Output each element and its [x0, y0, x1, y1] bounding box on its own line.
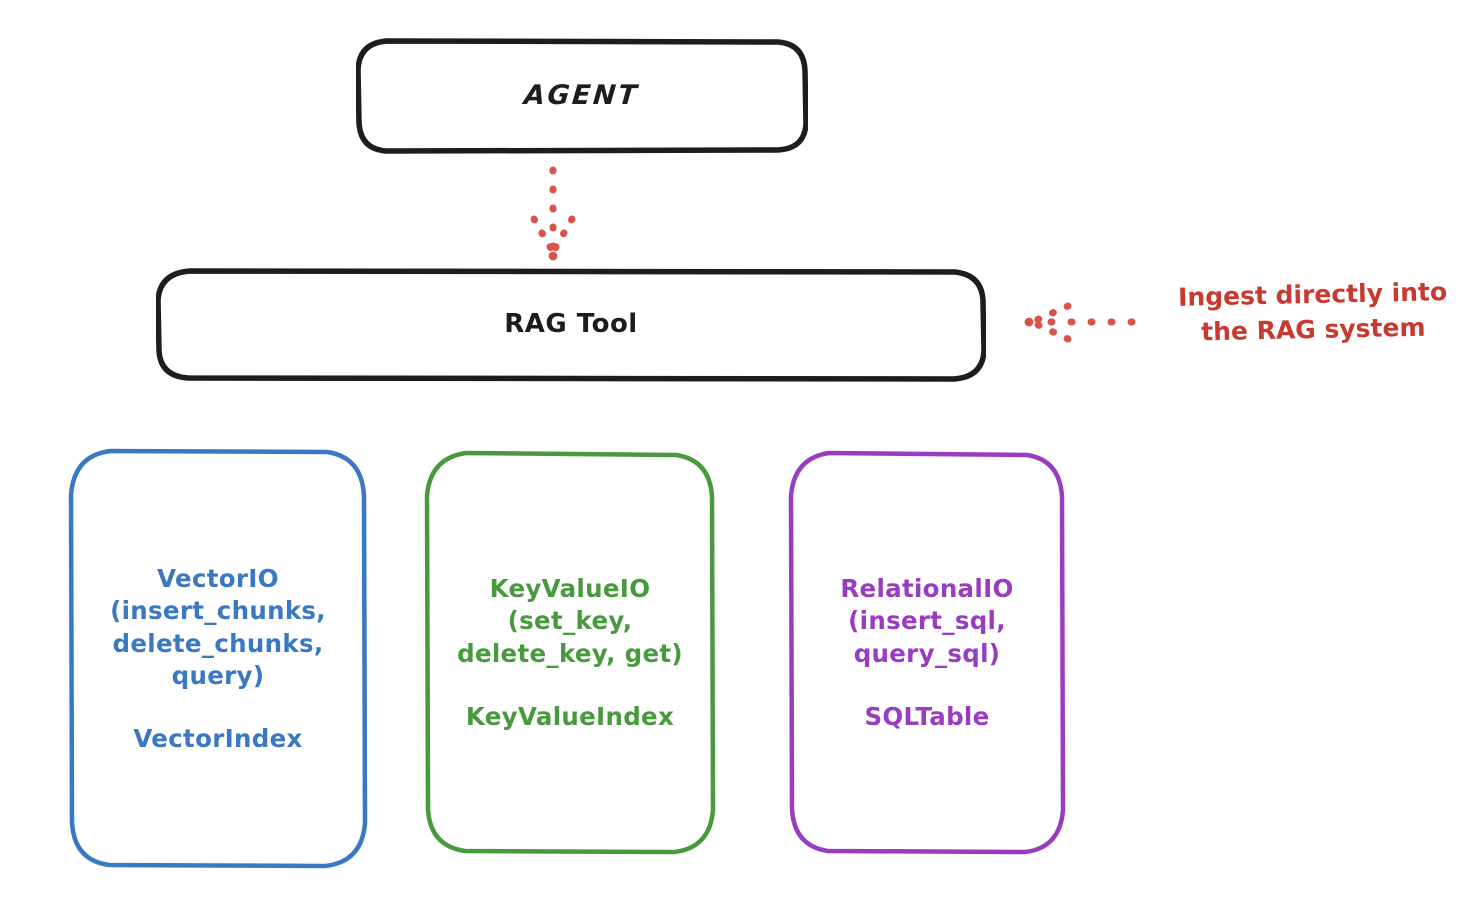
node-key-value-io-methods: KeyValueIO (set_key, delete_key, get) [457, 573, 683, 668]
node-relational-io[interactable]: RelationalIO (insert_sql, query_sql) SQLT… [788, 450, 1066, 856]
node-agent[interactable]: AGENT [356, 38, 808, 154]
connector-annotation-to-rag [1024, 302, 1136, 343]
spacer [110, 693, 326, 723]
node-relational-io-methods: RelationalIO (insert_sql, query_sql) [840, 573, 1014, 668]
node-rag-tool-label: RAG Tool [504, 309, 638, 340]
connector-agent-to-rag [530, 166, 576, 261]
annotation-ingest-label: Ingest directly into the RAG system [1177, 277, 1448, 346]
node-key-value-io-label: KeyValueIO (set_key, delete_key, get) Key… [457, 573, 683, 733]
spacer [840, 671, 1013, 701]
node-vector-io-index: VectorIndex [133, 723, 303, 753]
node-agent-label: AGENT [523, 79, 641, 111]
node-key-value-io-index: KeyValueIndex [465, 701, 675, 731]
node-vector-io-methods: VectorIO (insert_chunks, delete_chunks, … [110, 563, 326, 691]
spacer [457, 671, 683, 701]
node-relational-io-index: SQLTable [864, 701, 990, 731]
node-vector-io-label: VectorIO (insert_chunks, delete_chunks, … [110, 563, 326, 756]
node-vector-io[interactable]: VectorIO (insert_chunks, delete_chunks, … [68, 448, 368, 870]
node-relational-io-label: RelationalIO (insert_sql, query_sql) SQLT… [840, 573, 1013, 733]
node-key-value-io[interactable]: KeyValueIO (set_key, delete_key, get) Key… [424, 450, 716, 856]
node-rag-tool[interactable]: RAG Tool [156, 268, 986, 382]
